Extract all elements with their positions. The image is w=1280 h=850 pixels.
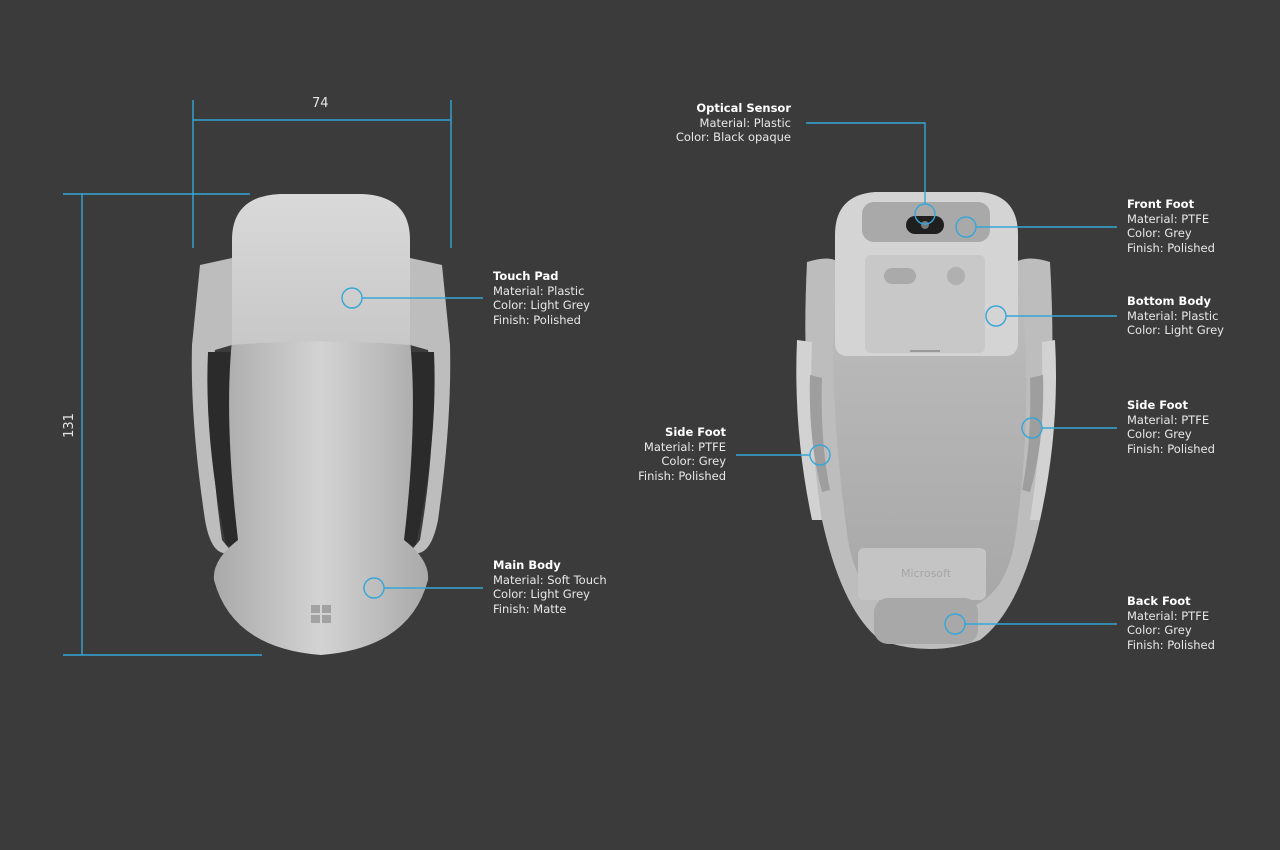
dimension-lines <box>63 100 452 656</box>
side-foot-left-material: Material: PTFE <box>643 439 726 454</box>
side-foot-left-label: Side Foot Material: PTFE Color: Grey Fin… <box>638 425 726 483</box>
left-wing <box>191 258 232 554</box>
mouse-top-view <box>191 194 451 655</box>
front-foot-label: Front Foot Material: PTFE Color: Grey Fi… <box>1127 197 1215 255</box>
side-foot-right-material: Material: PTFE <box>1127 412 1210 427</box>
side-foot-left-color: Color: Grey <box>661 454 726 468</box>
main-body-color: Color: Light Grey <box>493 587 590 601</box>
back-foot-material: Material: PTFE <box>1127 608 1210 623</box>
height-dimension-value: 131 <box>61 413 77 438</box>
inner-floor <box>833 280 1027 610</box>
touch-pad-material: Material: Plastic <box>493 283 585 298</box>
touch-pad-color: Color: Light Grey <box>493 298 590 312</box>
optical-sensor-label: Optical Sensor Material: Plastic Color: … <box>676 101 791 145</box>
optical-sensor-color: Color: Black opaque <box>675 130 791 144</box>
windows-logo <box>311 605 331 623</box>
side-foot-right-label: Side Foot Material: PTFE Color: Grey Fin… <box>1127 398 1215 456</box>
mouse-bottom-view <box>796 192 1056 649</box>
side-foot-right-color: Color: Grey <box>1127 427 1192 441</box>
battery-door <box>865 255 985 353</box>
touch-pad-label: Touch Pad Material: Plastic Color: Light… <box>493 269 590 327</box>
back-plate <box>858 548 986 600</box>
touch-pad-shape <box>232 194 410 345</box>
side-foot-left-title: Side Foot <box>665 425 726 439</box>
optical-sensor-material: Material: Plastic <box>699 115 791 130</box>
bottom-body-color: Color: Light Grey <box>1127 323 1224 337</box>
right-side-rail <box>1030 340 1056 520</box>
left-side-rail <box>796 340 822 520</box>
front-foot-material: Material: PTFE <box>1127 211 1210 226</box>
main-body-label: Main Body Material: Soft Touch Color: Li… <box>493 558 607 616</box>
optical-sensor-lens <box>921 221 929 229</box>
bottom-body-material: Material: Plastic <box>1127 308 1219 323</box>
bottom-body-label: Bottom Body Material: Plastic Color: Lig… <box>1127 294 1224 338</box>
side-foot-right-title: Side Foot <box>1127 398 1188 412</box>
side-foot-right-finish: Finish: Polished <box>1127 441 1215 456</box>
front-foot-title: Front Foot <box>1127 197 1195 211</box>
right-wing <box>410 258 451 554</box>
power-switch <box>884 268 916 284</box>
back-foot-color: Color: Grey <box>1127 623 1192 637</box>
back-foot-label: Back Foot Material: PTFE Color: Grey Fin… <box>1127 594 1215 652</box>
back-foot-shape <box>874 598 978 644</box>
right-side-foot-pad <box>1022 375 1044 492</box>
back-foot-title: Back Foot <box>1127 594 1191 608</box>
left-side-foot-pad <box>809 375 830 492</box>
bottom-brand-text: Microsoft <box>901 567 952 580</box>
main-body-title: Main Body <box>493 558 561 572</box>
bottom-body-title: Bottom Body <box>1127 294 1211 308</box>
front-foot-color: Color: Grey <box>1127 226 1192 240</box>
optical-sensor-title: Optical Sensor <box>696 101 791 115</box>
main-body-shape <box>213 340 429 655</box>
width-dimension-value: 74 <box>312 96 329 111</box>
main-body-material: Material: Soft Touch <box>493 572 607 587</box>
pair-button <box>947 267 965 285</box>
callout-leaders <box>341 122 1117 635</box>
front-foot-finish: Finish: Polished <box>1127 240 1215 255</box>
touch-pad-title: Touch Pad <box>493 269 559 283</box>
touch-pad-finish: Finish: Polished <box>493 312 581 327</box>
side-foot-left-finish: Finish: Polished <box>638 468 726 483</box>
back-foot-finish: Finish: Polished <box>1127 637 1215 652</box>
main-body-finish: Finish: Matte <box>493 601 567 616</box>
